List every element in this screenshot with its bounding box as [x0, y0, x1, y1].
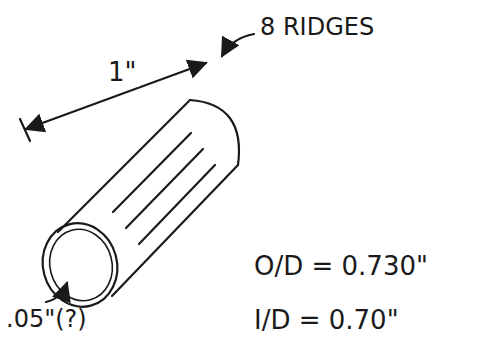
dimension-label: O/D = 0.730": [252, 252, 430, 281]
leader-line: [222, 34, 254, 56]
ridge-line: [139, 165, 215, 244]
dimension-label: .05"(?): [4, 306, 89, 332]
tube-outer-end: [33, 215, 126, 315]
tube-bottom-edge: [112, 165, 238, 296]
extension-tick: [20, 119, 30, 141]
tube-inner-end: [42, 222, 121, 308]
dimension-label: I/D = 0.70": [252, 306, 401, 335]
callout-label: 8 RIDGES: [258, 14, 376, 40]
leader-line: [46, 283, 67, 302]
dimension-label: 1": [106, 58, 139, 87]
tube-drawing: [20, 34, 254, 315]
